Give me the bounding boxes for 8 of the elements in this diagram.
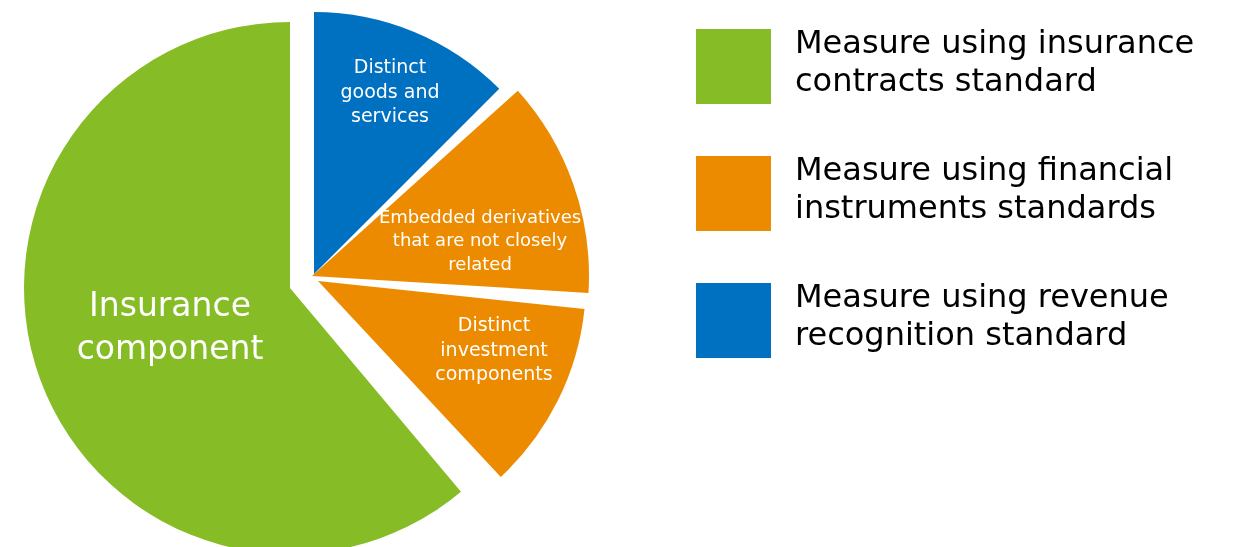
slice-label: Distinct investment components (434, 311, 554, 387)
pie-slice (318, 281, 585, 477)
slice-label: Embedded derivatives that are not closely related (377, 204, 583, 276)
legend-label: Measure using financial instruments standards (795, 150, 1175, 227)
slice-label: Distinct goods and services (339, 53, 441, 129)
legend-label: Measure using revenue recognition standard (795, 277, 1170, 354)
legend-label: Measure using insurance contracts standard (795, 23, 1196, 100)
slice-label: Insurance component (75, 284, 265, 369)
